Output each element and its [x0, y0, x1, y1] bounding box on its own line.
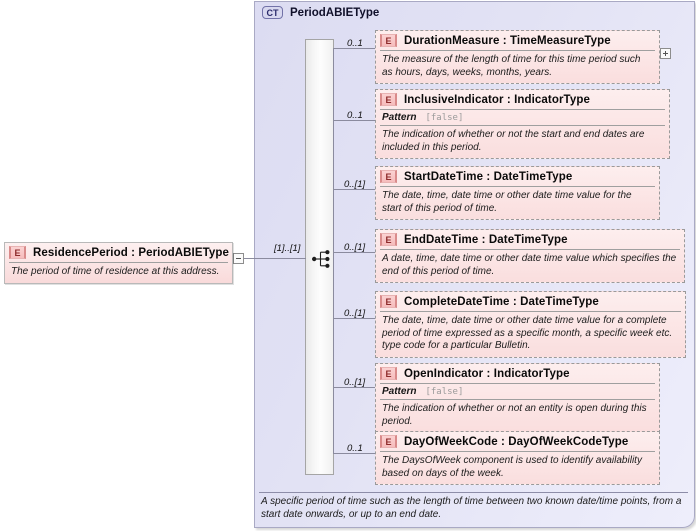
element-header-inclusiveindicator: E InclusiveIndicator : IndicatorType	[376, 90, 669, 109]
cardinality-child-4: 0..[1]	[344, 242, 366, 253]
element-header-openindicator: E OpenIndicator : IndicatorType	[376, 364, 659, 383]
connector-child-1	[333, 48, 375, 49]
element-box-completedatetime[interactable]: E CompleteDateTime : DateTimeType The da…	[375, 291, 686, 358]
element-badge-icon: E	[380, 367, 397, 380]
element-badge-icon: E	[380, 93, 397, 106]
cardinality-child-6: 0..[1]	[344, 377, 366, 388]
sequence-compositor-icon[interactable]	[312, 250, 334, 268]
element-description: The date, time, date time or other date …	[382, 315, 673, 351]
element-badge-icon: E	[380, 233, 397, 246]
element-header-enddatetime: E EndDateTime : DateTimeType	[376, 230, 684, 249]
element-badge-icon: E	[380, 34, 397, 47]
element-description: A date, time, date time or other date ti…	[382, 253, 677, 277]
complextype-badge-icon: CT	[262, 6, 283, 19]
connector-child-6	[333, 387, 375, 388]
element-box-residenceperiod[interactable]: E ResidencePeriod : PeriodABIEType The p…	[4, 242, 233, 284]
cardinality-child-1: 0..1	[347, 38, 363, 49]
complextype-documentation: A specific period of time such as the le…	[259, 492, 688, 521]
element-title: StartDateTime : DateTimeType	[404, 170, 573, 183]
connector-child-2	[333, 120, 375, 121]
element-title: ResidencePeriod : PeriodABIEType	[33, 246, 229, 259]
cardinality-child-2: 0..1	[347, 110, 363, 121]
element-box-openindicator[interactable]: E OpenIndicator : IndicatorType Pattern …	[375, 363, 660, 433]
expand-expander-durationmeasure[interactable]	[660, 48, 671, 59]
documentation-text: A specific period of time such as the le…	[261, 496, 682, 520]
cardinality-child-5: 0..[1]	[344, 308, 366, 319]
element-divider-2	[380, 399, 655, 400]
element-box-durationmeasure[interactable]: E DurationMeasure : TimeMeasureType The …	[375, 30, 660, 84]
cardinality-child-3: 0..[1]	[344, 179, 366, 190]
element-divider	[380, 383, 655, 384]
element-badge-icon: E	[380, 435, 397, 448]
connector-child-7	[333, 453, 375, 454]
element-title: CompleteDateTime : DateTimeType	[404, 295, 599, 308]
element-header-completedatetime: E CompleteDateTime : DateTimeType	[376, 292, 685, 311]
element-divider	[380, 109, 665, 110]
element-box-enddatetime[interactable]: E EndDateTime : DateTimeType A date, tim…	[375, 229, 685, 283]
element-title: InclusiveIndicator : IndicatorType	[404, 93, 590, 106]
element-description: The date, time, date time or other date …	[382, 190, 632, 214]
element-header-startdatetime: E StartDateTime : DateTimeType	[376, 167, 659, 186]
element-pattern-row: Pattern [false]	[376, 384, 659, 399]
documentation-divider	[259, 492, 688, 493]
element-divider	[380, 50, 655, 51]
element-title: EndDateTime : DateTimeType	[404, 233, 568, 246]
pattern-value: [false]	[425, 387, 464, 397]
connector-child-3	[333, 189, 375, 190]
cardinality-root: [1]..[1]	[274, 243, 301, 254]
element-title: DayOfWeekCode : DayOfWeekCodeType	[404, 435, 629, 448]
element-badge-icon: E	[380, 170, 397, 183]
element-divider	[380, 311, 681, 312]
element-header-dayofweekcode: E DayOfWeekCode : DayOfWeekCodeType	[376, 432, 659, 451]
pattern-value: [false]	[425, 113, 464, 123]
connector-child-5	[333, 318, 375, 319]
element-title: OpenIndicator : IndicatorType	[404, 367, 570, 380]
element-divider	[9, 262, 228, 263]
complextype-title: PeriodABIEType	[290, 6, 380, 19]
pattern-label: Pattern	[382, 386, 417, 397]
element-divider-2	[380, 125, 665, 126]
element-header-durationmeasure: E DurationMeasure : TimeMeasureType	[376, 31, 659, 50]
connector-root-to-sequence	[232, 258, 306, 259]
complextype-header: CT PeriodABIEType	[255, 2, 694, 19]
connector-trunk	[333, 48, 334, 453]
element-title: DurationMeasure : TimeMeasureType	[404, 34, 611, 47]
element-divider	[380, 186, 655, 187]
element-badge-icon: E	[9, 246, 26, 259]
element-box-inclusiveindicator[interactable]: E InclusiveIndicator : IndicatorType Pat…	[375, 89, 670, 159]
element-description: The indication of whether or not an enti…	[382, 403, 647, 427]
collapse-expander-root[interactable]	[233, 253, 244, 264]
element-box-dayofweekcode[interactable]: E DayOfWeekCode : DayOfWeekCodeType The …	[375, 431, 660, 485]
element-header-residenceperiod: E ResidencePeriod : PeriodABIEType	[5, 243, 232, 262]
element-box-startdatetime[interactable]: E StartDateTime : DateTimeType The date,…	[375, 166, 660, 220]
element-description: The period of time of residence at this …	[11, 266, 220, 277]
element-description: The DaysOfWeek component is used to iden…	[382, 455, 642, 479]
element-divider	[380, 451, 655, 452]
connector-child-4	[333, 252, 375, 253]
element-description: The measure of the length of time for th…	[382, 54, 641, 78]
element-description: The indication of whether or not the sta…	[382, 129, 645, 153]
element-divider	[380, 249, 680, 250]
element-pattern-row: Pattern [false]	[376, 110, 669, 125]
element-badge-icon: E	[380, 295, 397, 308]
pattern-label: Pattern	[382, 112, 417, 123]
cardinality-child-7: 0..1	[347, 443, 363, 454]
